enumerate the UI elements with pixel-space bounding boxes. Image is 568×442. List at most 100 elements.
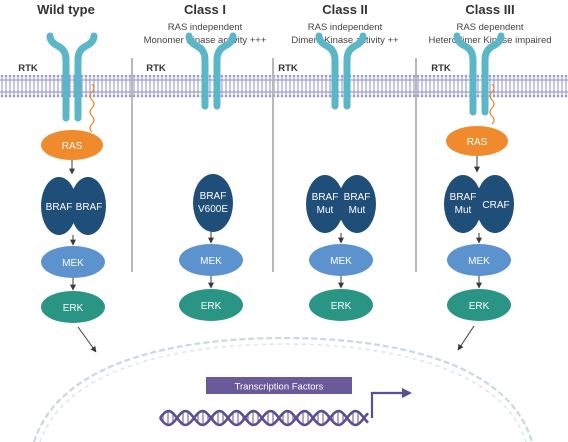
lipid-head: [380, 94, 384, 98]
lipid-head: [440, 74, 444, 78]
lipid-head: [184, 94, 188, 98]
lipid-head: [40, 94, 44, 98]
lipid-head: [564, 94, 568, 98]
panel-subtitle-class-1: Monomer Kinase activity +++: [144, 35, 267, 46]
lipid-head: [228, 94, 232, 98]
lipid-head: [544, 94, 548, 98]
lipid-head: [464, 94, 468, 98]
lipid-head: [532, 74, 536, 78]
lipid-head: [340, 94, 344, 98]
mek-node: [179, 244, 243, 276]
lipid-head: [304, 94, 308, 98]
lipid-head: [528, 74, 532, 78]
panel-subtitle-class-2: RAS independent: [308, 22, 383, 33]
lipid-head: [284, 94, 288, 98]
transcription-factors-box: [206, 377, 352, 394]
lipid-head: [52, 74, 56, 78]
lipid-head: [312, 94, 316, 98]
lipid-head: [380, 74, 384, 78]
lipid-head: [416, 74, 420, 78]
lipid-head: [28, 74, 32, 78]
lipid-head: [424, 74, 428, 78]
lipid-head: [264, 94, 268, 98]
erk-label: ERK: [63, 303, 84, 314]
mek-label: MEK: [62, 258, 84, 269]
dna-helix: [158, 409, 369, 427]
lipid-head: [268, 74, 272, 78]
lipid-head: [152, 94, 156, 98]
lipid-head: [104, 94, 108, 98]
lipid-head: [92, 74, 96, 78]
lipid-head: [136, 74, 140, 78]
lipid-head: [128, 94, 132, 98]
rtk-receptor: [46, 32, 98, 122]
rtk-label: RTK: [278, 63, 298, 74]
lipid-head: [176, 74, 180, 78]
lipid-head: [108, 74, 112, 78]
lipid-head: [208, 94, 212, 98]
lipid-head: [416, 94, 420, 98]
lipid-head: [512, 74, 516, 78]
lipid-head: [288, 94, 292, 98]
lipid-head: [496, 74, 500, 78]
braf-label: BRAF: [200, 191, 227, 202]
panel-subtitle-class-3: RAS dependent: [456, 22, 523, 33]
erk-label: ERK: [331, 301, 352, 312]
lipid-head: [120, 94, 124, 98]
lipid-head: [148, 74, 152, 78]
lipid-head: [220, 74, 224, 78]
lipid-head: [16, 94, 20, 98]
lipid-head: [384, 94, 388, 98]
lipid-head: [48, 94, 52, 98]
rtk-receptor: [315, 32, 367, 110]
lipid-head: [536, 94, 540, 98]
lipid-head: [0, 74, 4, 78]
lipid-head: [188, 74, 192, 78]
lipid-head: [528, 94, 532, 98]
lipid-head: [448, 94, 452, 98]
lipid-head: [316, 94, 320, 98]
lipid-head: [404, 74, 408, 78]
lipid-head: [396, 74, 400, 78]
lipid-head: [208, 74, 212, 78]
lipid-head: [144, 74, 148, 78]
lipid-head: [96, 94, 100, 98]
lipid-head: [224, 74, 228, 78]
lipid-head: [360, 74, 364, 78]
panel-title-wild-type: Wild type: [37, 2, 95, 17]
lipid-head: [436, 94, 440, 98]
lipid-head: [464, 74, 468, 78]
lipid-head: [516, 74, 520, 78]
lipid-head: [164, 94, 168, 98]
lipid-head: [164, 74, 168, 78]
ras-anchor-squiggle: [89, 83, 95, 133]
lipid-head: [324, 94, 328, 98]
lipid-head: [276, 94, 280, 98]
transcription-start-arrow: [370, 391, 404, 418]
lipid-head: [124, 74, 128, 78]
lipid-head: [160, 94, 164, 98]
erk-node: [309, 289, 373, 321]
lipid-head: [84, 94, 88, 98]
lipid-head: [220, 94, 224, 98]
lipid-head: [392, 74, 396, 78]
braf-v600e-node: [193, 174, 233, 232]
lipid-head: [28, 94, 32, 98]
lipid-head: [24, 74, 28, 78]
lipid-head: [188, 94, 192, 98]
lipid-head: [296, 74, 300, 78]
lipid-head: [508, 94, 512, 98]
lipid-head: [260, 74, 264, 78]
lipid-head: [372, 74, 376, 78]
lipid-head: [184, 74, 188, 78]
mek-label: MEK: [330, 256, 352, 267]
craf-label: CRAF: [482, 200, 509, 211]
lipid-head: [524, 94, 528, 98]
lipid-head: [44, 94, 48, 98]
panel-subtitle-class-1: RAS independent: [168, 22, 243, 33]
lipid-head: [364, 74, 368, 78]
lipid-head: [236, 94, 240, 98]
lipid-head: [268, 94, 272, 98]
rtk-label: RTK: [18, 63, 38, 74]
